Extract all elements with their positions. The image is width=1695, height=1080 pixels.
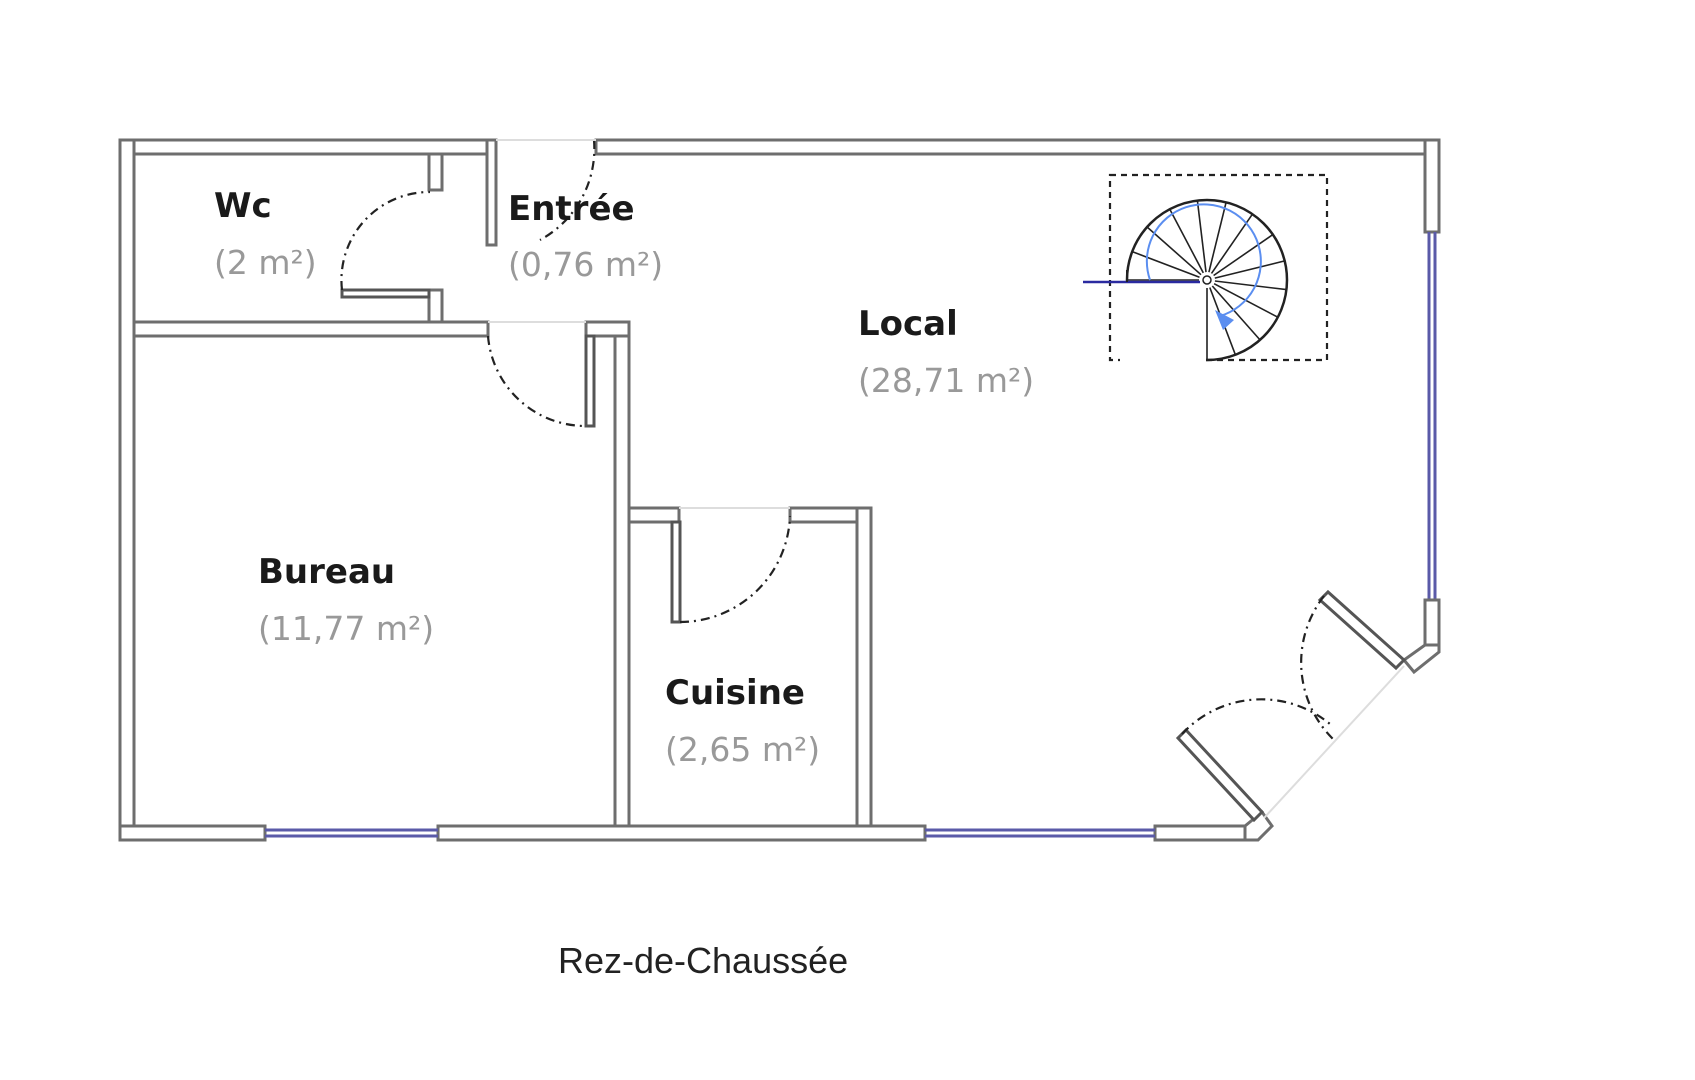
door-leaf-corner-top (1317, 589, 1407, 671)
room-name-entree: Entrée (508, 189, 635, 229)
stair-tread (1214, 260, 1285, 279)
floor-caption: Rez-de-Chaussée (558, 940, 848, 981)
stair-tread (1208, 202, 1227, 273)
door-swing-bureau (486, 335, 587, 428)
stair-tread (1131, 250, 1200, 278)
stair-tread (1146, 226, 1202, 276)
stair-tread (1214, 280, 1287, 291)
door-leaf-bureau (584, 334, 596, 428)
door-leaf-wc (340, 288, 431, 299)
door-leaf-cuisine (670, 520, 682, 624)
room-area-cuisine: (2,65 m²) (665, 730, 820, 769)
room-labels: Wc (2 m²) Entrée (0,76 m²) Local (28,71 … (214, 186, 1034, 769)
corner-entrance (1175, 589, 1441, 842)
wall-top-right (594, 138, 1441, 156)
wall-bureau-top-right (584, 320, 631, 338)
stair-mask (1120, 282, 1206, 367)
wall-cuisine-top-left (627, 506, 681, 524)
wall-wc-bureau (132, 320, 490, 338)
wall-right-upper (1423, 138, 1441, 234)
wall-cuisine-right (855, 506, 873, 828)
room-name-cuisine: Cuisine (665, 673, 805, 713)
room-name-local: Local (858, 304, 958, 344)
stair-tread (1211, 285, 1261, 341)
room-name-wc: Wc (214, 186, 272, 226)
corner-opening (1263, 665, 1405, 819)
stair-tread (1169, 208, 1205, 274)
wall-bottom-c (1153, 824, 1247, 842)
spiral-staircase (1083, 173, 1329, 367)
stair-treads (1127, 200, 1287, 360)
wall-left (118, 138, 136, 842)
wall-bottom-a (118, 824, 267, 842)
door-swing-cuisine (679, 515, 792, 624)
exterior-walls (118, 138, 1441, 842)
wall-wc-right-upper (427, 152, 444, 192)
wall-wc-right-lower (427, 288, 444, 324)
door-swing-corner-top (1300, 595, 1335, 741)
wall-bottom-b (436, 824, 927, 842)
door-swing-corner-bottom (1181, 698, 1331, 735)
windows (265, 232, 1441, 838)
door-leaf-corner-bottom (1175, 727, 1265, 823)
stair-tread (1196, 200, 1207, 273)
wall-bureau-right (613, 320, 631, 828)
stair-center (1202, 275, 1212, 285)
room-area-bureau: (11,77 m²) (258, 609, 434, 648)
stair-arrow-icon (1215, 310, 1234, 330)
door-swing-entree (539, 139, 596, 241)
wall-right-lower (1423, 598, 1441, 647)
room-area-wc: (2 m²) (214, 243, 317, 282)
interior-walls (132, 138, 873, 828)
stair-tread (1210, 213, 1254, 274)
wall-top-left (118, 138, 489, 156)
room-area-local: (28,71 m²) (858, 361, 1034, 400)
wall-entree-top-stub (485, 138, 498, 247)
stair-walk-line (1145, 203, 1262, 317)
stair-tread (1213, 233, 1274, 277)
door-swing-wc (340, 190, 431, 291)
corner-wall-top (1401, 643, 1441, 675)
room-area-entree: (0,76 m²) (508, 245, 663, 284)
room-name-bureau: Bureau (258, 552, 395, 592)
door-swings (340, 139, 792, 624)
